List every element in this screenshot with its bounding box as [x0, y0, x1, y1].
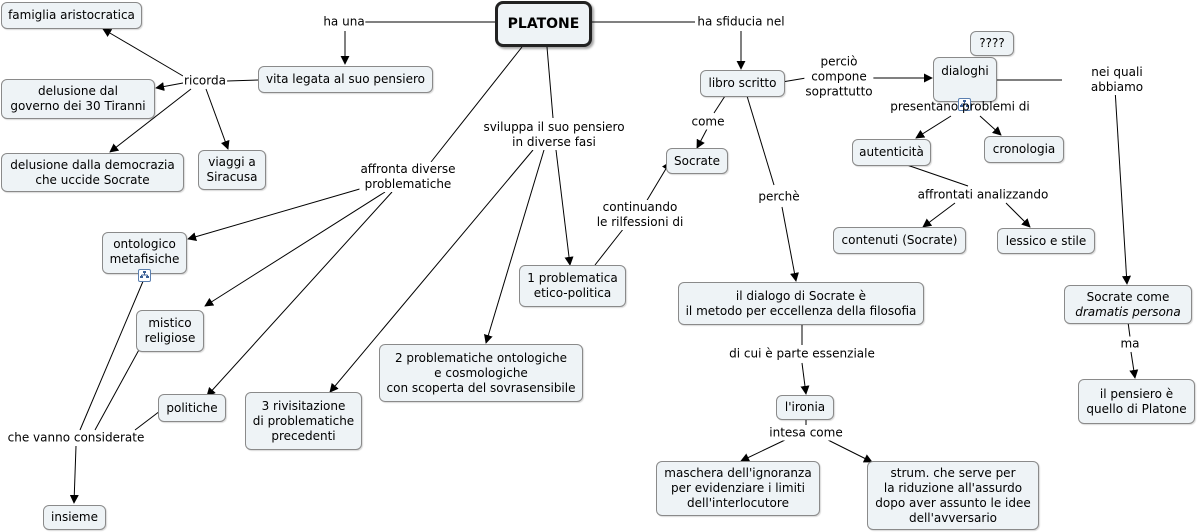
submap-icon[interactable] — [958, 98, 971, 111]
link-label-ricorda: ricorda — [183, 73, 227, 89]
link-label-ha-una: ha una — [322, 14, 366, 30]
socrate-dramatis-node[interactable]: Socrate come dramatis persona — [1064, 285, 1192, 324]
link-label-sviluppa: sviluppa il suo pensiero in diverse fasi — [482, 120, 626, 150]
viaggi-siracusa-node[interactable]: viaggi a Siracusa — [198, 150, 266, 190]
strum-node[interactable]: strum. che serve per la riduzione all'as… — [867, 461, 1039, 530]
link-label-che-vanno: che vanno considerate — [6, 430, 146, 446]
dramatis-persona-text: dramatis persona — [1075, 304, 1181, 319]
contenuti-node[interactable]: contenuti (Socrate) — [833, 227, 966, 254]
libro-scritto-node[interactable]: libro scritto — [700, 70, 785, 97]
dialogo-socrate-node[interactable]: il dialogo di Socrate è il metodo per ec… — [678, 282, 924, 325]
autenticita-node[interactable]: autenticità — [852, 139, 931, 166]
maschera-node[interactable]: maschera dell'ignoranza per evidenziare … — [656, 461, 820, 516]
link-label-percio: perciò compone soprattutto — [804, 54, 874, 100]
link-label-nei-quali: nei quali abbiamo — [1077, 65, 1157, 95]
link-label-intesa-come: intesa come — [768, 425, 844, 441]
platone-node[interactable]: PLATONE — [495, 1, 592, 47]
ironia-node[interactable]: l'ironia — [776, 395, 834, 420]
problematiche-ontologiche-node[interactable]: 2 problematiche ontologiche e cosmologic… — [379, 344, 583, 402]
delusione-tiranni-node[interactable]: delusione dal governo dei 30 Tiranni — [1, 79, 155, 119]
link-label-continuando: continuando le rilfessioni di — [595, 200, 685, 230]
link-label-affronta: affronta diverse problematiche — [359, 162, 457, 192]
link-label-ma: ma — [1119, 336, 1141, 352]
link-label-come: come — [690, 114, 726, 130]
politiche-node[interactable]: politiche — [158, 394, 226, 422]
pensiero-platone-node[interactable]: il pensiero è quello di Platone — [1078, 379, 1195, 424]
famiglia-aristocratica-node[interactable]: famiglia aristocratica — [1, 2, 142, 29]
vita-legata-node[interactable]: vita legata al suo pensiero — [258, 66, 433, 93]
link-label-affrontati: affrontati analizzando — [916, 187, 1050, 203]
link-label-ha-sfiducia: ha sfiducia nel — [696, 14, 786, 30]
link-label-di-cui: di cui è parte essenziale — [728, 346, 876, 362]
cronologia-node[interactable]: cronologia — [984, 136, 1064, 163]
dialoghi-node[interactable]: dialoghi — [933, 57, 997, 102]
rivisitazione-node[interactable]: 3 rivisitazione di problematiche precede… — [245, 392, 362, 450]
etico-politica-node[interactable]: 1 problematica etico-politica — [519, 265, 626, 307]
mistico-religiose-node[interactable]: mistico religiose — [136, 310, 204, 352]
link-label-perche: perchè — [757, 189, 801, 205]
link-label-presentano: presentano problemi di — [890, 99, 1030, 114]
socrate-come-text: Socrate come — [1086, 289, 1170, 304]
ontologico-metafisiche-node[interactable]: ontologico metafisiche — [102, 232, 187, 274]
submap-icon[interactable] — [138, 269, 151, 282]
delusione-democrazia-node[interactable]: delusione dalla democrazia che uccide So… — [1, 153, 184, 192]
socrate-node[interactable]: Socrate — [666, 148, 728, 174]
insieme-node[interactable]: insieme — [43, 505, 106, 530]
question-marks-node[interactable]: ???? — [970, 31, 1014, 56]
lessico-stile-node[interactable]: lessico e stile — [997, 228, 1095, 254]
